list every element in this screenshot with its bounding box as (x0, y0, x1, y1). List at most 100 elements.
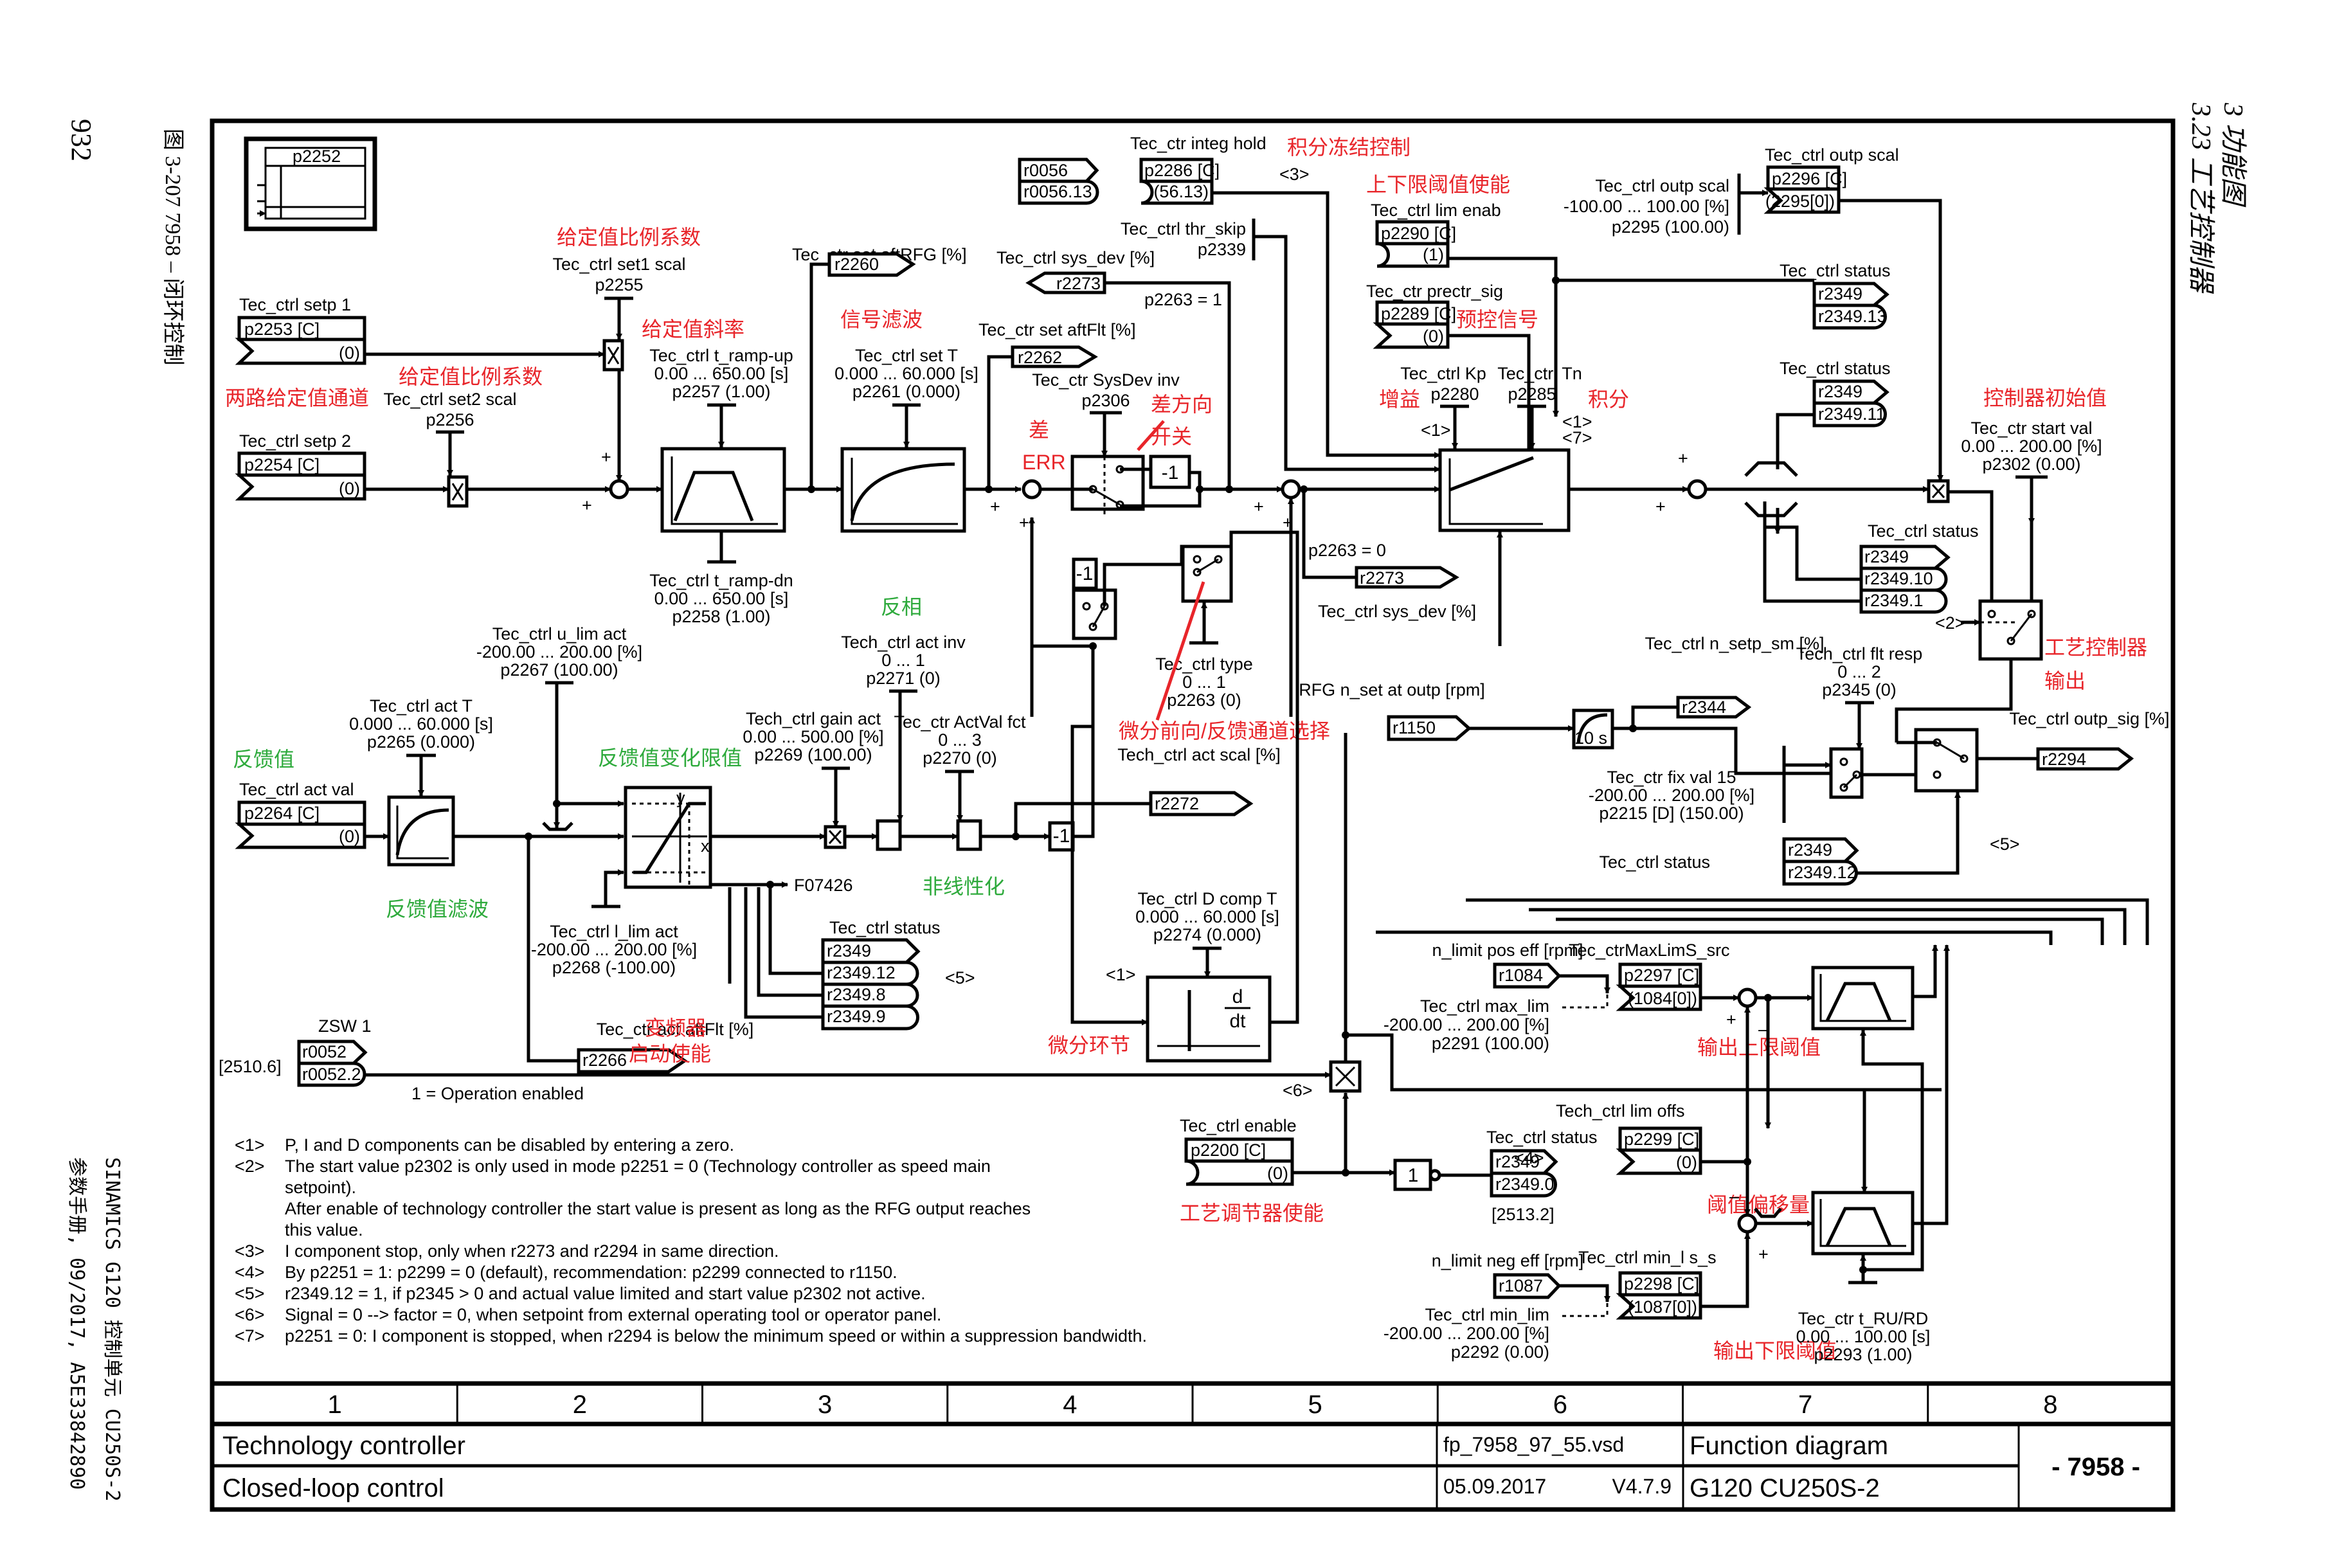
svg-text:SINAMICS G120 控制单元 CU250S-2: SINAMICS G120 控制单元 CU250S-2 (101, 1157, 123, 1501)
svg-text:p2293 (1.00): p2293 (1.00) (1814, 1345, 1912, 1364)
svg-text:–: – (1729, 1187, 1739, 1206)
annotation-setpoint-scale-1: 给定值比例系数 (557, 226, 701, 249)
note-6: <6> (1283, 1081, 1313, 1100)
ramp-up-param: Tec_ctrl t_ramp-up 0.00 ... 650.00 [s] p… (649, 346, 793, 448)
status-r2349-12-act: Tec_ctrl status r2349 r2349.12 r2349.8 r… (821, 918, 975, 1031)
svg-text:p2264 [C]: p2264 [C] (244, 804, 320, 823)
outp-sig-connector[interactable]: Tec_ctrl outp_sig [%] r2294 (2009, 709, 2170, 771)
annotation-err: ERR (1022, 451, 1066, 474)
footnote-text: r2349.12 = 1, if p2345 > 0 and actual va… (285, 1284, 926, 1303)
svg-text:3.23 工艺控制器: 3.23 工艺控制器 (2186, 102, 2215, 294)
svg-text:r2260: r2260 (834, 255, 879, 274)
svg-text:(0): (0) (1267, 1164, 1288, 1183)
integ-hold-source[interactable]: r0056 r0056.13 (1018, 158, 1099, 205)
ctrl-type-switch[interactable] (1181, 545, 1233, 603)
integ-hold-connector[interactable]: Tec_ctr integ hold p2286 [C] (56.13) <3> (1130, 134, 1310, 205)
lower-limit-ramp (1811, 1191, 1915, 1256)
svg-text:Tec_ctrl Kp: Tec_ctrl Kp (1400, 364, 1486, 383)
svg-text:+: + (1019, 513, 1029, 532)
nlimit-neg-connector[interactable]: n_limit neg eff [rpm] r1087 (1432, 1251, 1584, 1299)
annotation-lim-enable: 上下限阈值使能 (1366, 173, 1510, 196)
set2-scale-param: Tec_ctrl set2 scal p2256 (383, 390, 517, 434)
svg-text:0.000 ... 60.000 [s]: 0.000 ... 60.000 [s] (349, 714, 493, 734)
after-rfg-connector[interactable]: Tec_ctr set aftRFG [%] r2260 (792, 245, 967, 277)
lim-enable-connector[interactable]: Tec_ctrl lim enab p2290 [C] (1) (1371, 201, 1501, 268)
svg-text:p2270 (0): p2270 (0) (923, 748, 997, 768)
svg-text:-1: -1 (1076, 563, 1094, 584)
svg-text:+: + (1726, 1010, 1736, 1029)
enable-connector[interactable]: Tec_ctrl enable p2200 [C] (0) (1180, 1116, 1297, 1186)
annotation-integral: 积分 (1588, 388, 1629, 411)
act-invert-switch[interactable] (1072, 588, 1117, 640)
svg-text:+: + (1655, 497, 1666, 516)
page-number: 932 (66, 119, 97, 161)
zsw1-connector: ZSW 1 [2510.6] r0052 r0052.2 1 = Operati… (219, 1016, 584, 1103)
outp-scal-connector[interactable]: Tec_ctrl outp scal p2296 [C] (2295[0]) (1763, 145, 1899, 214)
svg-text:-200.00 ... 200.00 [%]: -200.00 ... 200.00 [%] (476, 642, 642, 662)
svg-text:Tec_ctr prectr_sig: Tec_ctr prectr_sig (1366, 282, 1503, 301)
figure-label: 图 3-207 7958 – 闭环控制 (161, 129, 185, 365)
svg-text:r2349: r2349 (1864, 547, 1909, 566)
setpoint1-connector[interactable]: Tec_ctrl setp 1 p2253 [C] (0) (235, 295, 366, 365)
footnote-text: Signal = 0 --> factor = 0, when setpoint… (285, 1305, 941, 1324)
tn-param: Tec_ctrl Tn p2285 <1> <7> (1497, 364, 1592, 449)
act-scal-connector[interactable]: Tech_ctrl act scal [%] r2272 (1117, 745, 1281, 816)
title-closed-loop: Closed-loop control (222, 1474, 444, 1502)
svg-text:Tech_ctrl act inv: Tech_ctrl act inv (841, 633, 966, 652)
act-val-connector[interactable]: Tec_ctrl act val p2264 [C] (0) (235, 780, 366, 849)
footnote-text: p2251 = 0: I component is stopped, when … (285, 1326, 1147, 1346)
svg-text:r2349: r2349 (1788, 840, 1832, 860)
svg-text:Tec_ctrl setp 2: Tec_ctrl setp 2 (239, 431, 351, 451)
svg-text:p2295 (100.00): p2295 (100.00) (1612, 217, 1729, 237)
svg-text:Tec_ctrl thr_skip: Tec_ctrl thr_skip (1121, 219, 1246, 239)
start-value-switch[interactable] (1978, 599, 2043, 661)
annotation-init-value: 控制器初始值 (1983, 386, 2107, 410)
svg-text:<5>: <5> (945, 968, 975, 987)
feedback-limit-block: y x (624, 786, 712, 889)
sysdev-connector-bottom[interactable]: p2263 = 0 r2273 Tec_ctrl sys_dev [%] (1308, 541, 1476, 621)
sysdev-connector-top[interactable]: Tec_ctrl sys_dev [%] r2273 p2263 = 1 (996, 248, 1222, 309)
svg-text:0 ... 2: 0 ... 2 (1837, 662, 1881, 681)
footnote-tag: <2> (235, 1157, 265, 1176)
svg-text:p2215 [D] (150.00): p2215 [D] (150.00) (1599, 804, 1744, 823)
diagram-frame (210, 118, 2176, 1512)
svg-text:(1087[0]): (1087[0]) (1628, 1297, 1697, 1317)
svg-text:(0): (0) (339, 479, 360, 498)
svg-text:0.000 ... 60.000 [s]: 0.000 ... 60.000 [s] (834, 364, 978, 383)
gain-param: Tech_ctrl gain act 0.00 ... 500.00 [%] p… (743, 709, 884, 827)
svg-text:p2200 [C]: p2200 [C] (1191, 1140, 1266, 1160)
svg-text:r0056: r0056 (1023, 161, 1068, 180)
nsetp-sm-connector[interactable]: Tec_ctrl n_setp_sm [%] r2344 (1645, 634, 1825, 719)
svg-text:r2266: r2266 (582, 1050, 627, 1070)
sysdev-invert-switch[interactable] (1070, 455, 1145, 514)
maxlim-src-connector[interactable]: Tec_ctrMaxLimS_src p2297 [C] (1084[0]) (1569, 941, 1730, 1011)
svg-text:p2258 (1.00): p2258 (1.00) (672, 607, 770, 626)
fault-response-switch[interactable] (1829, 747, 1864, 799)
svg-text:-100.00 ... 100.00 [%]: -100.00 ... 100.00 [%] (1564, 197, 1729, 216)
sum-setpoint (609, 479, 629, 500)
setpoint2-connector[interactable]: Tec_ctrl setp 2 p2254 [C] (0) (235, 431, 366, 501)
nlimit-pos-connector[interactable]: n_limit pos eff [rpm] r1084 (1432, 941, 1583, 989)
svg-text:p2256: p2256 (426, 410, 474, 429)
d-comp-param: Tec_ctrl D comp T 0.000 ... 60.000 [s] p… (1106, 889, 1279, 984)
output-select-switch[interactable] (1914, 728, 1979, 793)
svg-text:p2271 (0): p2271 (0) (866, 669, 941, 688)
setpoint-smoothing-block: 10 s (1572, 708, 1614, 750)
svg-text:Tec_ctrl setp 1: Tec_ctrl setp 1 (239, 295, 351, 314)
annotation-err-cn: 差 (1029, 419, 1049, 442)
footnote-text: this value. (285, 1220, 363, 1239)
svg-text:Tec_ctrl enable: Tec_ctrl enable (1180, 1116, 1297, 1135)
fix-val-param: Tec_ctr fix val 15 -200.00 ... 200.00 [%… (1589, 746, 1786, 823)
svg-text:+: + (1254, 497, 1264, 516)
act-aftflt-connector[interactable]: Tec_ctr act aftFlt [%] r2266 (577, 1020, 753, 1074)
footnote-tag: <4> (235, 1263, 265, 1282)
set-T-param: Tec_ctrl set T 0.000 ... 60.000 [s] p226… (834, 346, 978, 448)
minlim-src-connector[interactable]: Tec_ctrl min_l s_s p2298 [C] (1087[0]) (1578, 1248, 1717, 1320)
precontrol-connector[interactable]: Tec_ctr prectr_sig p2289 [C] (0) (1366, 282, 1503, 349)
rfg-nset-connector[interactable]: RFG n_set at outp [rpm] r1150 (1299, 680, 1485, 741)
svg-text:Tec_ctrl n_setp_sm [%]: Tec_ctrl n_setp_sm [%] (1645, 634, 1824, 653)
lim-offs-connector[interactable]: Tech_ctrl lim offs <4> p2299 [C] (0) (1514, 1101, 1702, 1175)
column-number: 3 (818, 1391, 832, 1419)
after-filter-connector[interactable]: Tec_ctr set aftFlt [%] r2262 (978, 320, 1136, 368)
svg-text:Tec_ctr fix val 15: Tec_ctr fix val 15 (1607, 768, 1736, 787)
